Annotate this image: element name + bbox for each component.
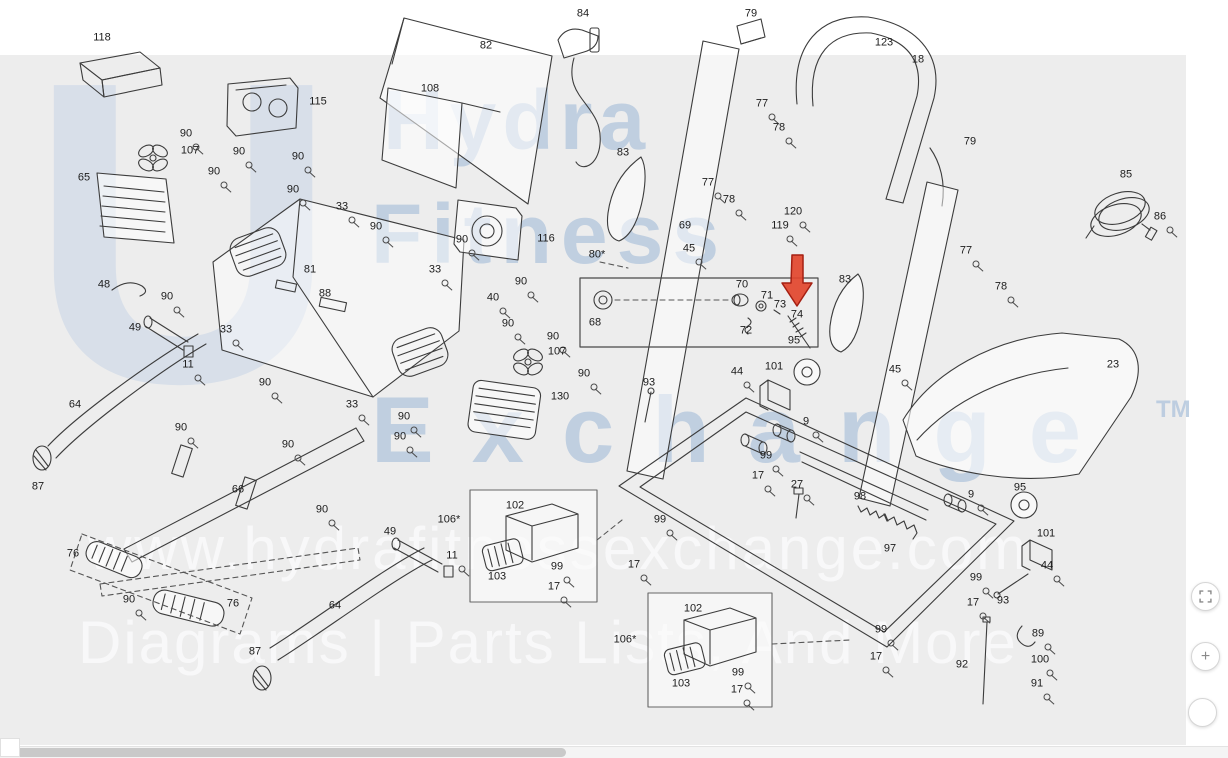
part-93-bolt-b (997, 573, 1029, 595)
part-103-grille-b (663, 642, 706, 676)
part-95-wheels (793, 358, 1038, 519)
part-93-bolt-a (644, 391, 652, 423)
horizontal-scrollbar[interactable] (0, 746, 1228, 758)
detail-box-b (647, 592, 851, 708)
part-69-upright-left (626, 40, 740, 480)
part-87-cap-top (32, 445, 52, 471)
part-73-pin (773, 309, 781, 315)
part-18-handlebar (795, 16, 944, 207)
part-115-bracket (226, 77, 299, 137)
part-85-cable (1085, 191, 1158, 241)
part-82-screen (379, 17, 553, 205)
part-92-rod (982, 621, 988, 705)
part-107-fan-left (138, 144, 168, 172)
part-23-deck (902, 332, 1139, 479)
pivot-assembly-highlight (579, 261, 819, 349)
small-hardware (644, 387, 1036, 705)
part-118-manual (79, 51, 163, 98)
part-9-cylinder-a (772, 423, 796, 443)
part-68-grommet (593, 290, 613, 310)
scroll-corner-box (0, 738, 20, 757)
part-48-wire (111, 282, 147, 297)
base-frame (618, 397, 1015, 648)
uprights (626, 40, 959, 507)
part-71-washer (755, 300, 767, 312)
zoom-in-button[interactable]: + (1191, 642, 1220, 671)
highlight-box (579, 277, 819, 348)
part-70-pin (731, 293, 749, 307)
part-83-covers (606, 156, 864, 353)
part-107-fan-right (513, 348, 543, 376)
expand-button[interactable] (1191, 582, 1220, 611)
part-97-spring (883, 513, 918, 540)
expand-arrows-icon (1199, 590, 1212, 603)
part-98-spring (857, 505, 889, 522)
part-103-grille (481, 538, 524, 572)
part-27-pin (795, 493, 800, 519)
part-116-speaker (453, 199, 523, 261)
upright-right (858, 181, 959, 507)
part-9-cylinder-b (943, 493, 967, 513)
part-102-box (505, 503, 579, 563)
parts-49-11-tubes (143, 315, 454, 578)
part-87-cap-bottom (252, 665, 272, 691)
left-rails (32, 333, 433, 691)
scrollbar-thumb[interactable] (0, 748, 566, 757)
part-84-strap (557, 27, 601, 168)
part-130-grille (467, 379, 542, 440)
part-101-brackets (759, 379, 1053, 571)
highlight-arrow (781, 254, 813, 307)
part-72-spring (744, 317, 752, 335)
detail-box-a (469, 489, 623, 603)
part-76-grip-a (85, 540, 143, 579)
part-65-vent-cover (96, 172, 175, 244)
part-79-clamp-top (736, 18, 766, 45)
part-89-hook (1016, 625, 1036, 647)
part-86-plug (1144, 226, 1158, 241)
part-76-grip-b (152, 589, 225, 627)
zoom-out-button[interactable] (1188, 698, 1217, 727)
part-81-console-base (212, 198, 465, 398)
part-108-panel (381, 87, 463, 189)
crossbar-roller (740, 433, 768, 455)
plus-icon: + (1200, 647, 1211, 665)
